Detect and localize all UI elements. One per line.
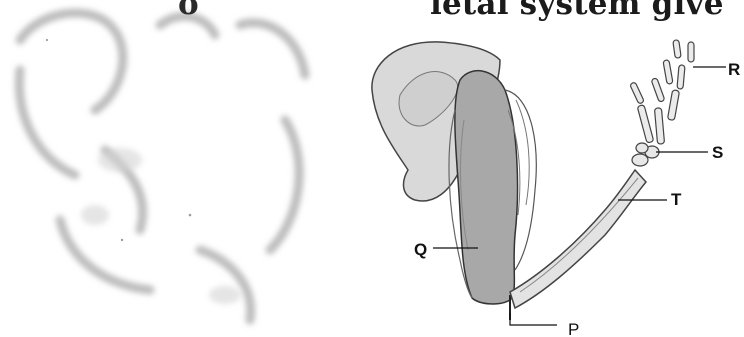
muscle-q-shape [455,71,518,304]
leader-line-p [510,313,557,325]
label-p: P [568,321,579,337]
forearm-bone-shape [510,170,646,308]
finger-bones [630,40,694,145]
label-r: R [728,61,740,78]
header-text: ietal system give [430,0,744,22]
faded-background-illustration [0,0,330,337]
carpal-bones [632,143,659,166]
forelimb-diagram [360,30,744,337]
label-s: S [712,144,723,161]
label-t: T [671,191,681,208]
header-text-fragment: o [178,0,199,22]
label-q: Q [414,241,427,258]
